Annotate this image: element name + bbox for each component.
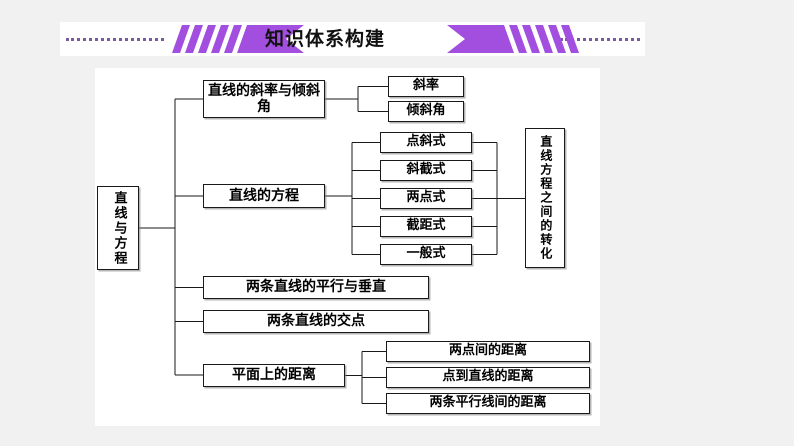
node-root[interactable]: 直线与方程: [97, 186, 139, 270]
node-general-form[interactable]: 一般式: [380, 244, 472, 265]
node-slope[interactable]: 斜率: [388, 76, 464, 97]
node-distance-in-plane[interactable]: 平面上的距离: [203, 364, 345, 387]
node-distance-between-two-points[interactable]: 两点间的距离: [386, 341, 590, 362]
dotted-rule-right: [560, 38, 640, 41]
header-banner: [60, 22, 645, 56]
node-parallel-and-perpendicular[interactable]: 两条直线的平行与垂直: [203, 276, 429, 299]
node-distance-between-parallel-lines[interactable]: 两条平行线间的距离: [386, 393, 590, 414]
node-slope-intercept-form[interactable]: 斜截式: [380, 160, 472, 181]
node-intersection-of-lines[interactable]: 两条直线的交点: [203, 310, 429, 333]
node-slope-and-inclination[interactable]: 直线的斜率与倾斜角: [203, 80, 325, 118]
node-line-equation[interactable]: 直线的方程: [203, 184, 325, 208]
banner-ornament-left-icon: [166, 25, 306, 53]
node-two-point-form[interactable]: 两点式: [380, 188, 472, 209]
node-point-slope-form[interactable]: 点斜式: [380, 132, 472, 153]
node-equation-form-conversion[interactable]: 直线方程之间的转化: [525, 128, 565, 268]
page-title: 知识体系构建: [264, 28, 385, 50]
banner-ornament-right-icon: [445, 25, 585, 53]
content-panel: [95, 68, 600, 426]
node-intercept-form[interactable]: 截距式: [380, 216, 472, 237]
dotted-rule-left: [66, 38, 164, 41]
node-inclination-angle[interactable]: 倾斜角: [388, 101, 464, 122]
node-distance-point-to-line[interactable]: 点到直线的距离: [386, 367, 590, 388]
